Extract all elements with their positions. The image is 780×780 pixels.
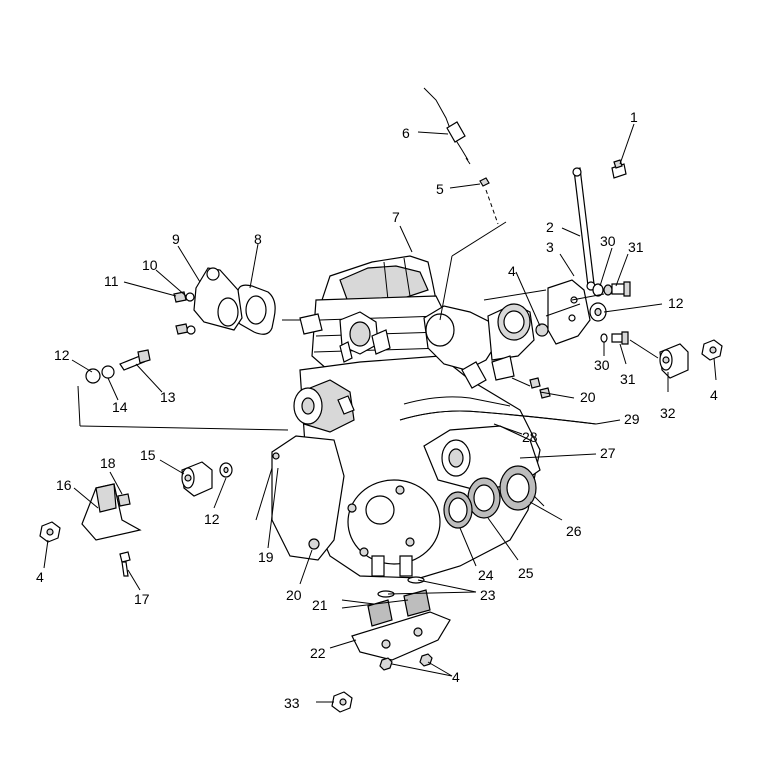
part-4-nuts-bottom <box>379 653 433 671</box>
callout-5: 5 <box>436 181 444 197</box>
callout-30-lower: 30 <box>594 357 610 373</box>
part-2-torque-rod <box>572 167 596 291</box>
part-17-bolt <box>119 551 131 577</box>
callout-15: 15 <box>140 447 156 463</box>
part-10-11-bolts-oring <box>173 291 196 335</box>
callout-4-upper: 4 <box>508 263 516 279</box>
part-4-nut-left <box>39 521 61 543</box>
part-33-nut <box>331 691 353 713</box>
callout-24: 24 <box>478 567 494 583</box>
callout-12-right: 12 <box>668 295 684 311</box>
callout-7: 7 <box>392 209 400 225</box>
part-30-31-lower-hardware <box>600 331 629 345</box>
part-21-isolators <box>367 589 431 627</box>
part-1-bolt <box>611 159 627 179</box>
part-5-bolt <box>479 177 490 187</box>
part-28-29-hoses <box>399 396 597 425</box>
callout-11: 11 <box>104 273 119 289</box>
part-6-dipstick <box>423 87 471 165</box>
callout-10: 10 <box>142 257 158 273</box>
callout-22: 22 <box>310 645 326 661</box>
callout-33: 33 <box>284 695 300 711</box>
part-9-thermostat-housing <box>193 267 243 331</box>
callout-4-right: 4 <box>710 387 718 403</box>
callout-12-left: 12 <box>54 347 70 363</box>
callout-17: 17 <box>134 591 150 607</box>
callout-14: 14 <box>112 399 128 415</box>
callout-32: 32 <box>660 405 676 421</box>
callout-6: 6 <box>402 125 410 141</box>
part-20-nuts-lower <box>308 538 320 550</box>
callout-31-upper: 31 <box>628 239 644 255</box>
callout-9: 9 <box>172 231 180 247</box>
callout-4-left: 4 <box>36 569 44 585</box>
assembly-lines <box>77 189 659 431</box>
callout-1: 1 <box>630 109 638 125</box>
callout-20-lower: 20 <box>286 587 302 603</box>
callout-30-upper: 30 <box>600 233 616 249</box>
part-3-mount-bracket <box>547 279 591 345</box>
part-19-cover-gasket <box>255 435 345 561</box>
part-16-bracket <box>81 483 142 541</box>
part-18-nut <box>117 493 131 507</box>
leader-lines <box>43 123 717 703</box>
callout-8: 8 <box>254 231 262 247</box>
part-24-25-26-ducts <box>443 465 545 529</box>
callout-2: 2 <box>546 219 554 235</box>
part-15-rubber-mount <box>181 461 213 497</box>
callout-29: 29 <box>624 411 640 427</box>
part-30-31-upper-hardware <box>592 281 631 297</box>
part-throttle-body <box>423 303 535 389</box>
part-32-rubber-mount <box>659 343 689 379</box>
callout-31-lower: 31 <box>620 371 636 387</box>
callout-23: 23 <box>480 587 496 603</box>
callout-18: 18 <box>100 455 116 471</box>
callout-3: 3 <box>546 239 554 255</box>
part-12-washer-right <box>589 302 607 322</box>
callout-13: 13 <box>160 389 176 405</box>
part-oil-filter <box>293 379 355 433</box>
callout-16: 16 <box>56 477 72 493</box>
callout-26: 26 <box>566 523 582 539</box>
callout-4-bottom: 4 <box>452 669 460 685</box>
part-12-washer-left-mount <box>219 462 233 478</box>
callout-25: 25 <box>518 565 534 581</box>
part-12-13-14-left-hardware <box>85 349 151 384</box>
callout-20-upper: 20 <box>580 389 596 405</box>
part-20-screws-upper <box>529 377 551 399</box>
part-4-nut-right <box>701 339 723 361</box>
callout-27: 27 <box>600 445 616 461</box>
callout-28: 28 <box>522 429 538 445</box>
callout-numbers: 1 2 3 30 31 12 4 5 6 7 8 9 10 11 12 14 1… <box>36 109 718 711</box>
callout-21: 21 <box>312 597 328 613</box>
callout-19: 19 <box>258 549 274 565</box>
part-22-lower-bracket <box>351 611 451 661</box>
part-4-nut-upper <box>535 323 549 337</box>
callout-12-mid: 12 <box>204 511 220 527</box>
